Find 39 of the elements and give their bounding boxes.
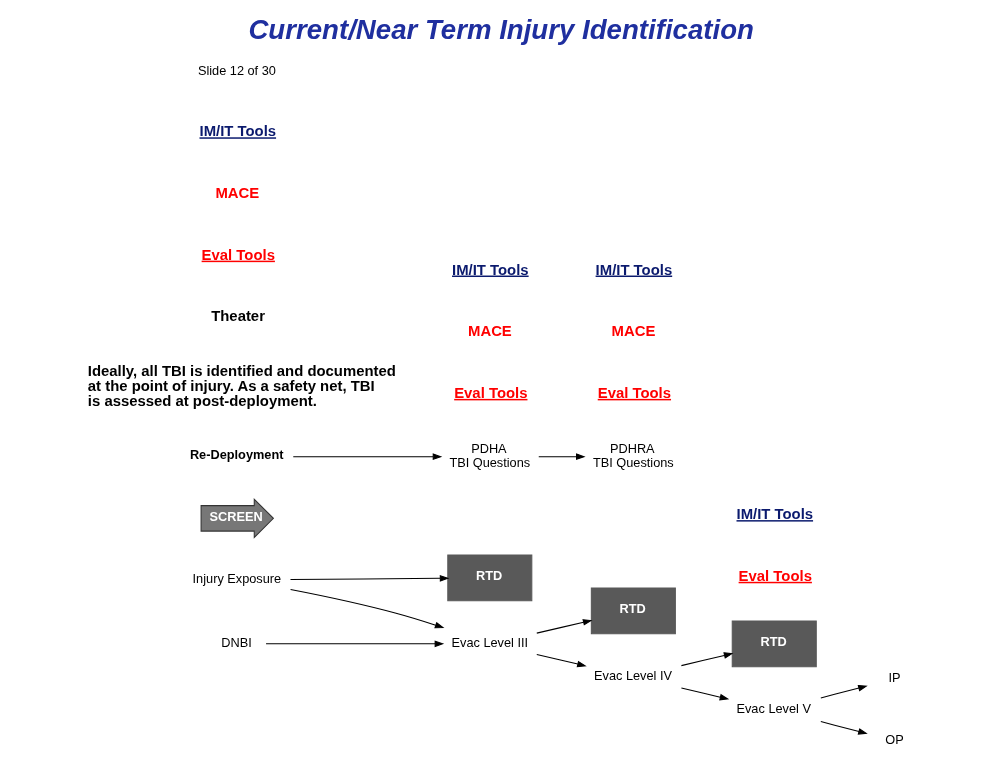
node-box: RTD xyxy=(447,554,533,601)
node-text: Injury Exposure xyxy=(192,570,282,586)
arrow xyxy=(680,686,730,700)
label: MACE xyxy=(468,322,512,339)
label: IM/IT Tools xyxy=(199,122,277,139)
arrow xyxy=(820,684,868,698)
label: Eval Tools xyxy=(454,384,528,401)
arrow xyxy=(538,452,586,460)
node-text: Evac Level V xyxy=(736,700,811,716)
node-text: Re-Deployment xyxy=(189,446,284,462)
node-text: IP xyxy=(888,669,901,685)
node-box: RTD xyxy=(590,587,676,634)
node-text: PDHA TBI Questions xyxy=(449,440,531,470)
arrow xyxy=(820,720,868,735)
node-box: RTD xyxy=(731,619,817,667)
label: IM/IT Tools xyxy=(736,505,814,522)
label: Eval Tools xyxy=(201,246,275,263)
node-text: Evac Level IV xyxy=(594,667,672,683)
arrow xyxy=(289,574,450,582)
arrow xyxy=(292,452,443,460)
node-text: OP xyxy=(885,731,904,747)
arrow xyxy=(680,651,734,666)
node-text: Evac Level III xyxy=(451,634,529,650)
label: Theater xyxy=(211,307,265,324)
label: IM/IT Tools xyxy=(595,261,673,278)
arrow xyxy=(536,653,587,667)
arrow xyxy=(290,588,445,628)
node-text: PDHRA TBI Questions xyxy=(592,440,674,470)
label: Eval Tools xyxy=(597,384,672,401)
label: IM/IT Tools xyxy=(452,261,529,278)
label: Eval Tools xyxy=(738,567,812,584)
node-text: DNBI xyxy=(221,634,252,650)
diagram-title: Current/Near Term Injury Identification xyxy=(248,13,754,45)
label: Ideally, all TBI is identified and documented at the point of injury. As a safety net, TBI is assessed at post-deployment. xyxy=(87,362,396,409)
label: MACE xyxy=(611,322,656,339)
label: MACE xyxy=(215,184,260,201)
arrow xyxy=(536,618,593,634)
arrow xyxy=(265,640,445,647)
label: Slide 12 of 30 xyxy=(197,62,276,78)
